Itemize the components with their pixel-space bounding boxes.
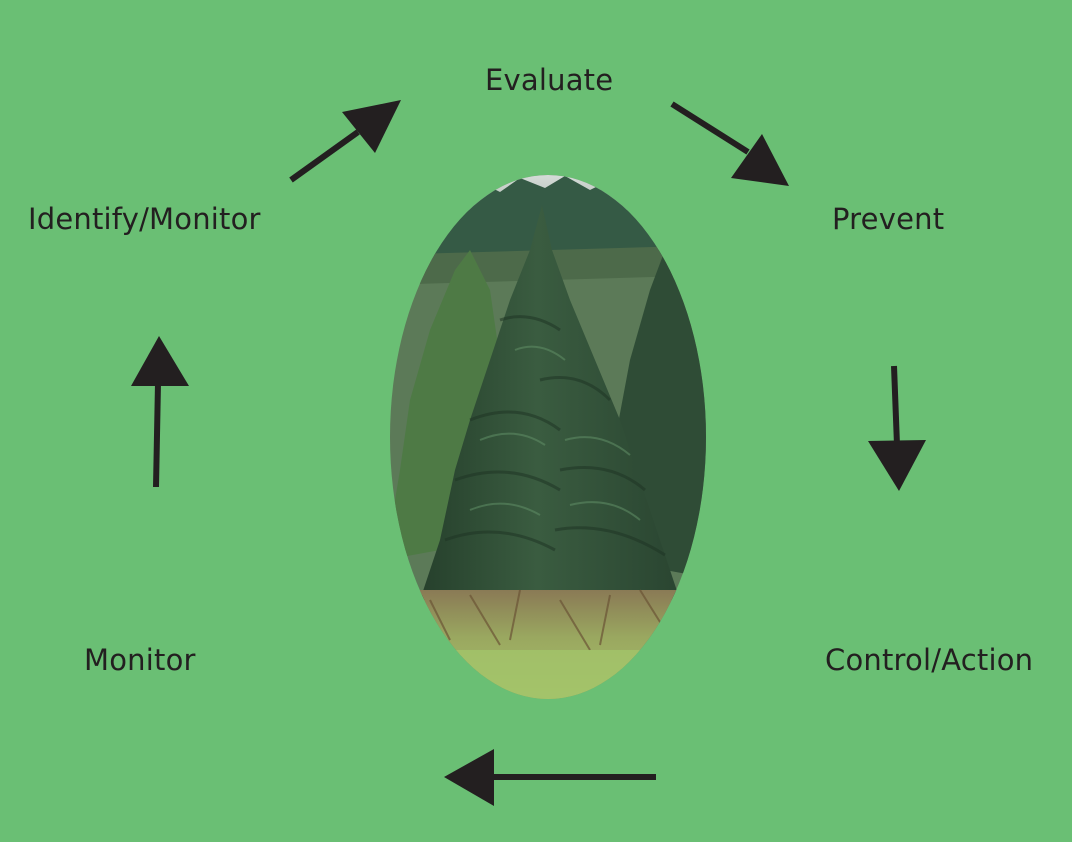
arrow-control-to-monitor <box>444 749 656 806</box>
arrow-prevent-to-control <box>868 365 926 491</box>
arrow-monitor-to-identify <box>131 336 189 488</box>
step-label-identify-monitor: Identify/Monitor <box>28 202 261 236</box>
step-label-monitor: Monitor <box>84 643 196 677</box>
arrow-evaluate-to-prevent <box>670 101 789 186</box>
arrow-identify-to-evaluate <box>289 100 401 183</box>
step-label-prevent: Prevent <box>832 202 945 236</box>
step-label-evaluate: Evaluate <box>485 63 614 97</box>
step-label-control-action: Control/Action <box>825 643 1034 677</box>
